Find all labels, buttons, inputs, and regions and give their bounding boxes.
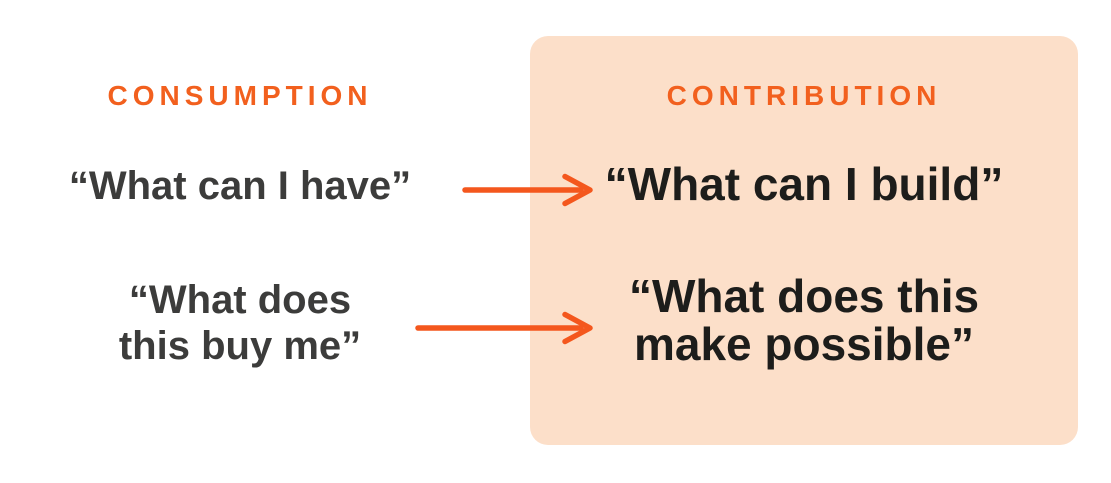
quote-line-2: this buy me”	[118, 324, 362, 368]
contribution-column-header: CONTRIBUTION	[666, 80, 942, 111]
quote-line-1: “What does this	[628, 270, 980, 322]
quote-line-1: “What does	[128, 278, 352, 322]
contribution-quote-what-does-this-make-possible: “What does this make possible”	[530, 272, 1078, 368]
contribution-panel	[530, 36, 1078, 445]
arrow-right-icon	[415, 311, 593, 345]
consumption-column-header: CONSUMPTION	[107, 80, 373, 111]
contribution-quote-what-can-i-build: “What can I build”	[604, 158, 1004, 210]
quote-line-2: make possible”	[633, 318, 975, 370]
consumption-quote-what-can-i-have: “What can I have”	[68, 164, 412, 208]
arrow-right-icon	[462, 173, 593, 207]
consumption-quote-what-does-this-buy-me: “What does this buy me”	[0, 277, 480, 369]
